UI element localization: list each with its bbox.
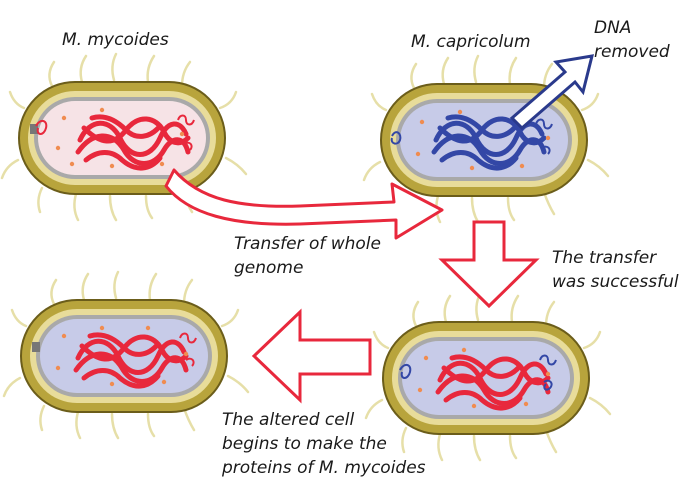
cell-altered bbox=[2, 270, 250, 440]
genome-red bbox=[73, 332, 189, 389]
label-success-line1: The transfer bbox=[552, 248, 657, 268]
label-transfer-line2: genome bbox=[234, 258, 304, 278]
genome-red bbox=[435, 354, 551, 411]
label-altered-line2: begins to make the bbox=[222, 434, 387, 454]
label-success-line2: was successful bbox=[552, 272, 679, 292]
genome-red bbox=[75, 114, 191, 171]
dna-removed-arrow bbox=[509, 54, 595, 131]
label-mycoides: M. mycoides bbox=[62, 30, 169, 50]
label-altered-line3: proteins of M. mycoides bbox=[222, 458, 426, 478]
label-capricolum: M. capricolum bbox=[411, 32, 531, 52]
cell-mycoides bbox=[0, 52, 248, 222]
label-removed: removed bbox=[594, 42, 670, 62]
label-dna: DNA bbox=[594, 18, 632, 38]
left-arrow bbox=[251, 308, 372, 404]
down-arrow bbox=[438, 220, 540, 309]
label-transfer-line1: Transfer of whole bbox=[234, 234, 381, 254]
label-altered-line1: The altered cell bbox=[222, 410, 355, 430]
cell-transferred bbox=[364, 292, 612, 462]
genome-blue bbox=[431, 114, 547, 171]
transfer-arrow bbox=[164, 168, 444, 240]
